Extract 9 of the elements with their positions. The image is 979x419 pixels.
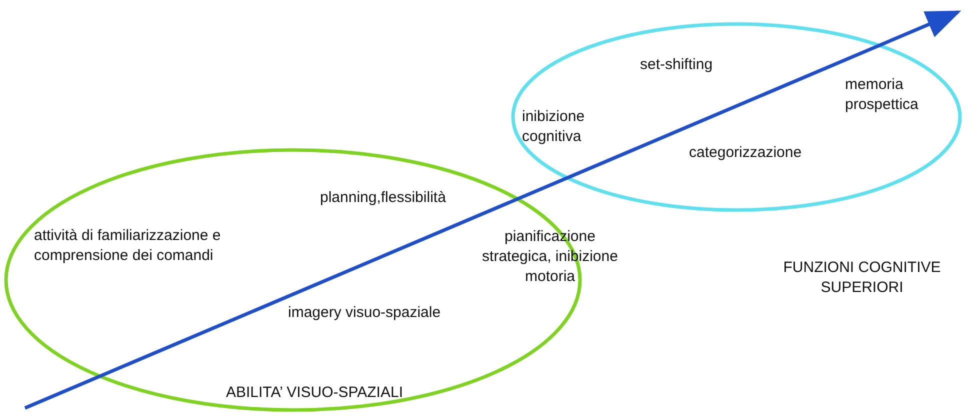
- ellipse-text: planning,flessibilità: [320, 188, 447, 208]
- ellipse-text: imagery visuo-spaziale: [288, 303, 442, 323]
- ellipse-text: ABILITA’ VISUO-SPAZIALI: [226, 383, 404, 403]
- ellipse-text: attività di familiarizzazione e comprensione dei comandi: [34, 226, 222, 266]
- ellipse-text: set-shifting: [640, 55, 714, 75]
- ellipse-text: memoria prospettica: [845, 75, 920, 115]
- ellipse-text: inibizione cognitiva: [522, 107, 586, 147]
- ellipse-text: FUNZIONI COGNITIVE SUPERIORI: [782, 258, 942, 298]
- ellipse-text: categorizzazione: [689, 143, 803, 163]
